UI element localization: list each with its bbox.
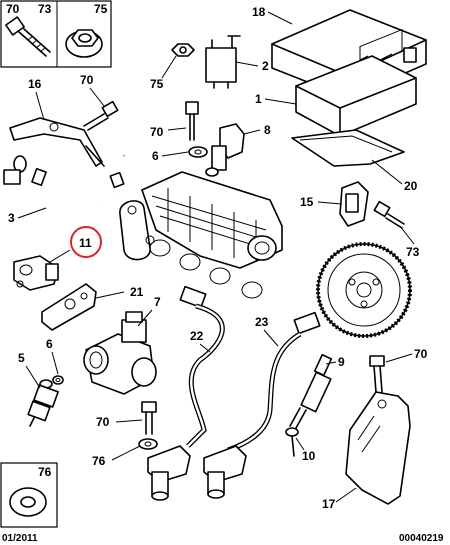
reference-number: 00040219 [399, 533, 444, 544]
flywheel [316, 242, 412, 338]
box-label-70: 70 [6, 2, 20, 16]
date-label: 01/2011 [2, 533, 38, 544]
box-label-73: 73 [38, 2, 52, 16]
callout-76: 76 [92, 454, 106, 468]
callout-16: 16 [28, 77, 42, 91]
callout-18: 18 [252, 5, 266, 19]
part-15-sensor [339, 181, 369, 227]
part-20-tray [291, 129, 405, 167]
callout-75: 75 [150, 77, 164, 91]
bolt-icon [5, 16, 51, 57]
part-6-washer [188, 146, 208, 158]
callout-70-b: 70 [150, 125, 164, 139]
part-8-camshaft-sensor [205, 123, 245, 177]
callout-6-b: 6 [46, 337, 53, 351]
flange-nut-icon [65, 29, 103, 58]
washer-icon [9, 487, 47, 517]
callout-1: 1 [255, 92, 262, 106]
callout-9: 9 [338, 355, 345, 369]
callout-10: 10 [302, 449, 316, 463]
part-3-pipe [3, 155, 134, 216]
part-75-nut [171, 43, 195, 57]
callout-11: 11 [79, 236, 92, 250]
part-5-temp-sensor [27, 379, 59, 427]
part-16-bracket [9, 117, 105, 167]
part-1-ecu-housing [295, 55, 417, 137]
intake-manifold [119, 171, 283, 299]
callout-6-a: 6 [152, 149, 159, 163]
callout-3: 3 [8, 211, 15, 225]
part-73-bolt [373, 200, 405, 229]
part-10-sensor [285, 353, 333, 457]
callout-5: 5 [18, 351, 25, 365]
callout-70-c: 70 [96, 415, 110, 429]
part-2-relay [205, 35, 241, 89]
hardware-key-box: 70 73 75 [0, 0, 112, 68]
callout-17: 17 [322, 497, 336, 511]
callout-70-a: 70 [80, 73, 94, 87]
callout-11-highlight: 11 [70, 226, 102, 258]
part-70-bolt-b [185, 101, 199, 141]
callout-70-d: 70 [414, 347, 428, 361]
part-17-gasket [345, 391, 411, 505]
callout-21: 21 [130, 285, 144, 299]
callout-7: 7 [154, 295, 161, 309]
part-76-washer [138, 438, 158, 450]
part-23-sensor [203, 311, 321, 499]
box-label-75: 75 [94, 2, 108, 16]
part-7-airflow-meter [83, 311, 157, 395]
callout-20: 20 [404, 179, 418, 193]
washer-key-box: 76 [0, 462, 58, 528]
part-11-boost-sensor [13, 255, 59, 291]
part-22-sensor [147, 285, 225, 501]
callout-23: 23 [255, 315, 269, 329]
callout-2: 2 [262, 59, 269, 73]
box-label-76: 76 [38, 465, 52, 479]
callout-22: 22 [190, 329, 204, 343]
part-70-bolt-a [83, 100, 119, 131]
part-70-bolt-d [369, 355, 385, 393]
part-21-plate [41, 283, 97, 331]
callout-8: 8 [264, 123, 271, 137]
part-6-washer-b [52, 375, 64, 385]
part-70-bolt-c [141, 401, 157, 435]
callout-15: 15 [300, 195, 314, 209]
callout-73: 73 [406, 245, 420, 259]
